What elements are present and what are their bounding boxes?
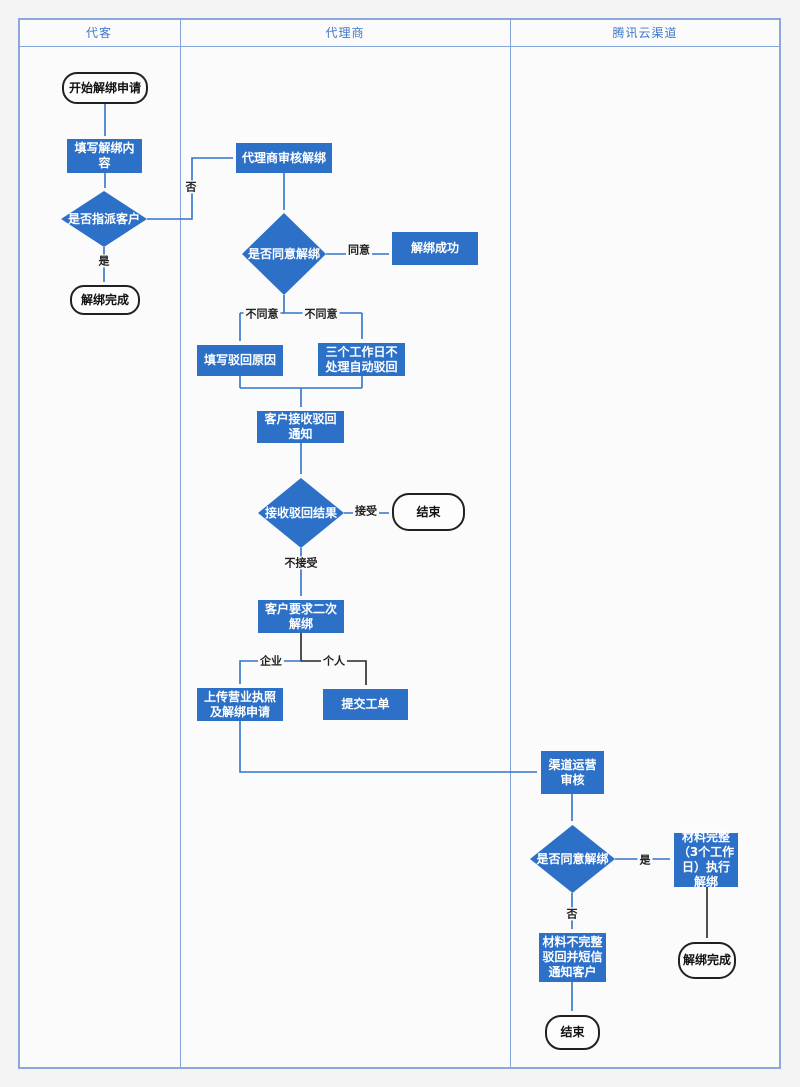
lane-separator-2 <box>510 18 511 1069</box>
node-unbind-success: 解绑成功 <box>392 232 478 265</box>
edge-label-yes-1: 是 <box>96 254 112 268</box>
lane-header-daike: 代客 <box>85 26 113 40</box>
lane-header-agent: 代理商 <box>325 26 365 40</box>
edge-label-disagree-left: 不同意 <box>243 307 281 321</box>
node-channel-operation-review: 渠道运营审核 <box>541 751 604 794</box>
node-fill-reject-reason: 填写驳回原因 <box>197 345 283 376</box>
edge-label-not-accept: 不接受 <box>282 556 320 570</box>
node-end-2: 结束 <box>545 1015 600 1050</box>
node-unbind-done-2: 解绑完成 <box>678 942 736 979</box>
node-auto-reject-3days: 三个工作日不处理自动驳回 <box>318 343 405 376</box>
edge-label-no-2: 否 <box>564 907 580 921</box>
node-second-unbind-request: 客户要求二次解绑 <box>258 600 344 633</box>
edge-label-enterprise: 企业 <box>258 654 284 668</box>
swimlane-frame <box>18 18 781 1069</box>
node-fill-unbind-content: 填写解绑内容 <box>67 139 142 173</box>
header-divider <box>18 46 781 47</box>
edge-label-accept: 接受 <box>353 504 379 518</box>
node-submit-ticket: 提交工单 <box>323 689 408 720</box>
edge-label-yes-2: 是 <box>637 853 653 867</box>
node-material-incomplete-reject: 材料不完整驳回并短信通知客户 <box>539 933 606 982</box>
node-customer-receive-reject-notice: 客户接收驳回通知 <box>257 411 344 443</box>
node-upload-business-license: 上传营业执照及解绑申请 <box>197 688 283 721</box>
node-end-1: 结束 <box>392 493 465 531</box>
node-start-terminal: 开始解绑申请 <box>62 72 148 104</box>
edge-label-disagree-right: 不同意 <box>302 307 340 321</box>
edge-label-no-1: 否 <box>183 180 199 194</box>
edge-label-agree: 同意 <box>346 243 372 257</box>
node-agent-review: 代理商审核解绑 <box>236 143 332 173</box>
node-material-complete-execute: 材料完整（3个工作日）执行解绑 <box>674 830 738 889</box>
lane-header-channel: 腾讯云渠道 <box>612 26 678 40</box>
edge-label-personal: 个人 <box>321 654 347 668</box>
lane-separator-1 <box>180 18 181 1069</box>
node-unbind-done-1: 解绑完成 <box>70 285 140 315</box>
